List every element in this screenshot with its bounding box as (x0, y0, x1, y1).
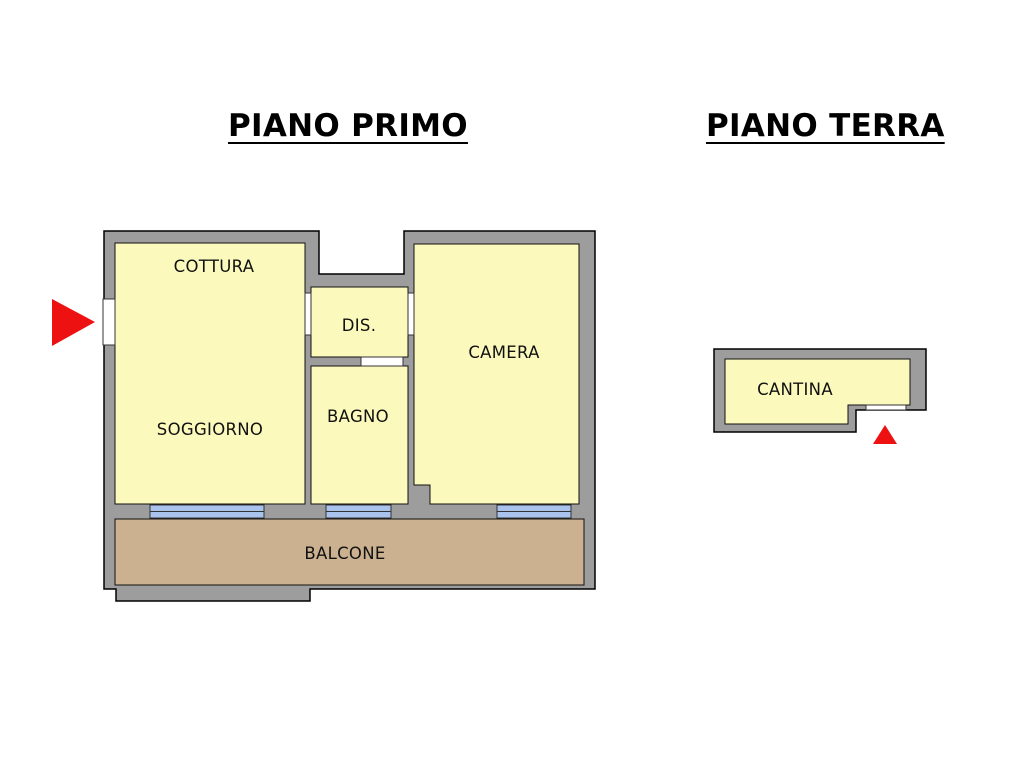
label-soggiorno: SOGGIORNO (157, 420, 263, 439)
room-balcone (114, 518, 585, 586)
room-dis (310, 286, 409, 358)
label-cottura: COTTURA (174, 257, 255, 276)
arrow-up-icon (873, 425, 897, 444)
entrance-door-opening (102, 298, 116, 346)
door-dis-camera (407, 292, 415, 336)
first-floor-title: PIANO PRIMO (228, 108, 468, 144)
room-cantina (724, 358, 911, 425)
door-soggiorno-dis (304, 292, 312, 336)
ground-floor-title: PIANO TERRA (706, 108, 945, 144)
label-cantina: CANTINA (757, 380, 833, 399)
room-camera (413, 243, 580, 505)
arrow-right-icon (52, 299, 95, 346)
label-balcone: BALCONE (304, 544, 385, 563)
door-dis-bagno (360, 356, 404, 367)
label-bagno: BAGNO (327, 407, 389, 426)
cellar-door-opening (865, 404, 907, 411)
room-soggiorno (114, 242, 306, 505)
label-camera: CAMERA (468, 343, 540, 362)
first-floor-plan: COTTURA SOGGIORNO DIS. BAGNO CAMERA BALC… (52, 230, 596, 602)
room-bagno (310, 365, 409, 505)
ground-floor-plan: CANTINA (713, 348, 927, 444)
label-dis: DIS. (342, 316, 377, 335)
